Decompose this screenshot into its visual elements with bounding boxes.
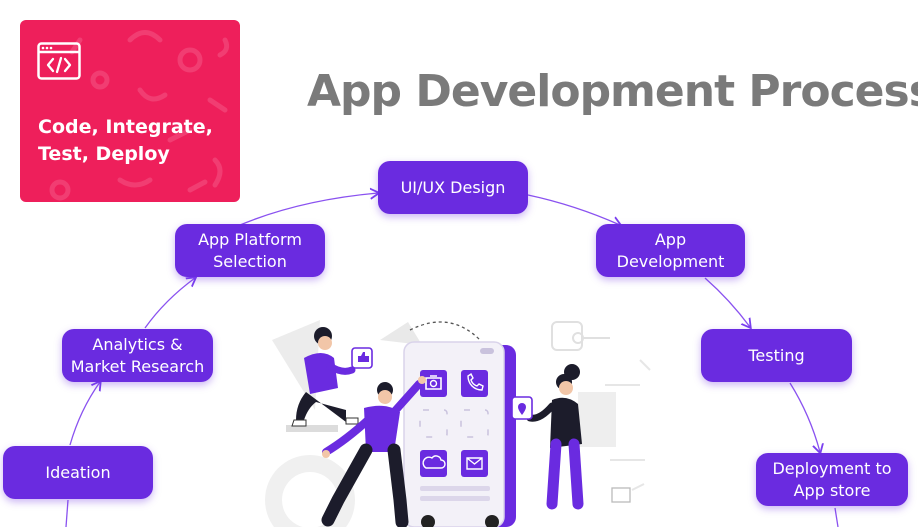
triangle-decor [272,320,320,410]
connector-platform-uiux [239,193,378,226]
step-ideation: Ideation [3,446,153,499]
code-window-icon [37,42,81,80]
step-platform: App Platform Selection [175,224,325,277]
connector-ideation-tail [65,499,69,527]
badge-line-2: Test, Deploy [38,143,170,165]
page-title: App Development Process [307,66,918,117]
badge-pattern [49,30,230,201]
step-analytics-line-1: Analytics & [92,334,183,354]
connector-testing-deployment [789,382,820,452]
step-platform-line-1: App Platform [198,229,302,249]
developers-illustration [265,320,651,527]
step-analytics: Analytics & Market Research [62,329,213,382]
step-testing: Testing [701,329,852,382]
bubble-decor [551,321,583,351]
topic-badge: Code, Integrate, Test, Deploy [20,20,240,202]
step-development-line-2: Development [616,251,725,271]
connector-ideation-analytics [69,382,100,446]
person-woman [511,364,584,510]
step-testing-label: Testing [748,345,805,365]
badge-line-1: Code, Integrate, [38,116,213,138]
badge-text: Code, Integrate, Test, Deploy [38,114,213,168]
step-development: App Development [596,224,745,277]
person-standing [321,376,426,527]
step-deployment-line-1: Deployment to [772,458,892,478]
step-ideation-label: Ideation [45,462,111,482]
window-decor [578,392,616,447]
connector-development-testing [704,277,750,327]
house-decor [380,322,422,345]
step-deployment-line-2: App store [793,480,871,500]
step-platform-line-2: Selection [213,251,287,271]
connector-analytics-platform [144,278,195,329]
connector-deployment-tail [834,507,839,527]
step-uiux-label: UI/UX Design [400,177,506,197]
phone-illustration [403,341,516,527]
step-analytics-line-2: Market Research [70,356,205,376]
person-kneeling [286,327,373,432]
step-development-line-1: App [654,229,687,249]
connector-uiux-development [527,194,620,225]
step-deployment: Deployment to App store [756,453,908,506]
step-uiux: UI/UX Design [378,161,528,214]
